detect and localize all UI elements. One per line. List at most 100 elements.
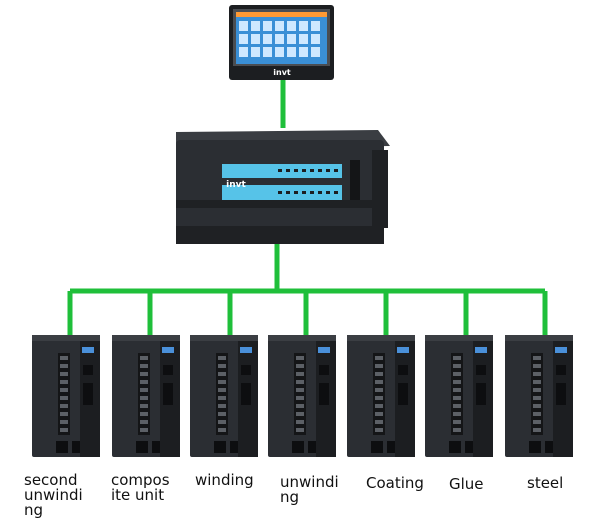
terminal-pin	[533, 412, 541, 416]
terminal-pin	[296, 380, 304, 384]
terminal-pin	[533, 364, 541, 368]
hmi-logo: invt	[273, 68, 291, 77]
hmi-tile	[311, 47, 320, 57]
drive-drop-lines	[67, 291, 548, 337]
plc-led	[286, 169, 290, 172]
terminal-pin	[375, 420, 383, 424]
hmi-tile	[239, 47, 248, 57]
hmi-tile	[263, 21, 272, 31]
plc-led	[278, 191, 282, 194]
hmi-tile	[299, 21, 308, 31]
terminal-pin	[453, 364, 461, 368]
terminal-pin	[533, 372, 541, 376]
terminal-pin	[533, 428, 541, 432]
plc-led	[286, 191, 290, 194]
drive-label-3: unwindi ng	[280, 473, 339, 506]
terminal-pin	[60, 428, 68, 432]
terminal-pin	[218, 372, 226, 376]
terminal-pin	[140, 404, 148, 408]
terminal-pin	[140, 428, 148, 432]
terminal-pin	[218, 356, 226, 360]
hmi-tile	[311, 34, 320, 44]
terminal-pin	[140, 420, 148, 424]
terminal-pin	[218, 412, 226, 416]
terminal-pin	[60, 356, 68, 360]
terminal-pin	[375, 356, 383, 360]
terminal-pin	[296, 428, 304, 432]
terminal-pin	[218, 364, 226, 368]
drive-label-2: winding	[195, 471, 254, 489]
hmi-tile	[287, 34, 296, 44]
drive-label-5: Glue	[449, 475, 484, 493]
terminal-pin	[533, 380, 541, 384]
plc-logo: invt	[226, 180, 246, 190]
plc-led	[318, 191, 322, 194]
hmi-tile	[251, 34, 260, 44]
terminal-pin	[375, 388, 383, 392]
plc-led	[310, 169, 314, 172]
plc-led	[294, 169, 298, 172]
plc-led	[302, 169, 306, 172]
terminal-pin	[533, 356, 541, 360]
drive-label-6: steel	[527, 474, 564, 492]
terminal-pin	[218, 428, 226, 432]
terminal-pin	[453, 380, 461, 384]
terminal-pin	[375, 372, 383, 376]
terminal-pin	[375, 412, 383, 416]
terminal-pin	[453, 428, 461, 432]
terminal-pin	[60, 388, 68, 392]
terminal-pin	[296, 420, 304, 424]
hmi-tile	[239, 21, 248, 31]
terminal-pin	[453, 420, 461, 424]
terminal-pin	[453, 372, 461, 376]
terminal-pin	[296, 356, 304, 360]
servo-drives	[32, 335, 573, 457]
drive-label-1: compos ite unit	[111, 471, 170, 504]
plc-led	[326, 191, 330, 194]
hmi-tile	[263, 34, 272, 44]
terminal-pin	[60, 372, 68, 376]
servo-drive-4	[347, 335, 415, 457]
servo-drive-2	[190, 335, 258, 457]
plc-led	[278, 169, 282, 172]
servo-drive-5	[425, 335, 493, 457]
servo-drive-0	[32, 335, 100, 457]
servo-drive-3	[268, 335, 336, 457]
terminal-pin	[140, 396, 148, 400]
terminal-pin	[60, 364, 68, 368]
hmi-tile	[275, 34, 284, 44]
terminal-pin	[140, 412, 148, 416]
plc-led	[334, 191, 338, 194]
plc-led	[302, 191, 306, 194]
drive-label-4: Coating	[366, 474, 424, 492]
terminal-pin	[533, 404, 541, 408]
terminal-pin	[453, 396, 461, 400]
plc-status-leds	[278, 169, 338, 194]
terminal-pin	[296, 396, 304, 400]
hmi-touch-panel: invt	[229, 5, 334, 80]
servo-drive-1	[112, 335, 180, 457]
drive-label-0: second unwindi ng	[24, 471, 83, 519]
plc-led	[334, 169, 338, 172]
terminal-pin	[140, 388, 148, 392]
terminal-pin	[533, 388, 541, 392]
servo-drive-6	[505, 335, 573, 457]
hmi-tile	[299, 47, 308, 57]
terminal-pin	[60, 420, 68, 424]
hmi-tile	[251, 47, 260, 57]
terminal-pin	[218, 420, 226, 424]
terminal-pin	[296, 412, 304, 416]
hmi-tile	[287, 47, 296, 57]
terminal-pin	[453, 404, 461, 408]
terminal-pin	[60, 404, 68, 408]
terminal-pin	[140, 364, 148, 368]
terminal-pin	[218, 404, 226, 408]
terminal-pin	[533, 396, 541, 400]
terminal-pin	[375, 364, 383, 368]
terminal-pin	[533, 420, 541, 424]
terminal-pin	[140, 380, 148, 384]
hmi-screen-tiles	[239, 21, 320, 57]
terminal-pin	[60, 380, 68, 384]
terminal-pin	[60, 396, 68, 400]
